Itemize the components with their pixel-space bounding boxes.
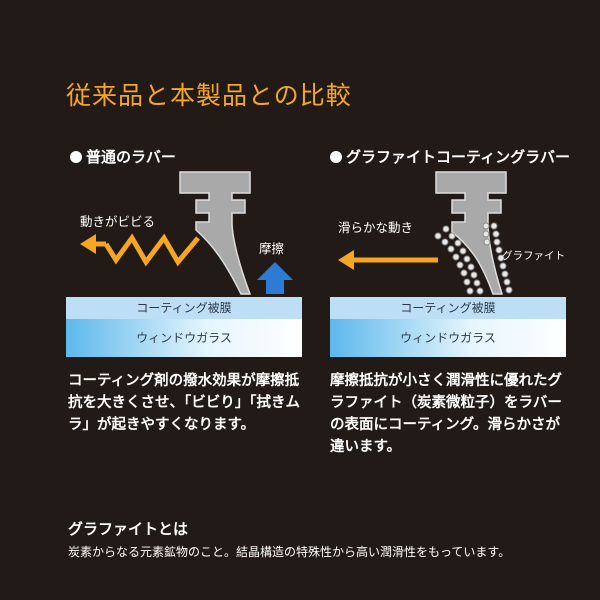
right-heading: グラファイトコーティングラバー <box>330 146 570 167</box>
left-description: コーティング剤の撥水効果が摩擦抵抗を大きくさせ、「ビビり」「拭きムラ」が起きやす… <box>68 373 300 433</box>
coating-layer: コーティング被膜 <box>330 297 566 319</box>
left-rubber-icon <box>179 171 252 295</box>
window-glass-layer: ウィンドウガラス <box>66 319 302 357</box>
smooth-motion-label: 滑らかな動き <box>338 220 414 235</box>
graphite-label: グラファイト <box>502 250 565 262</box>
right-rubber-icon <box>435 171 507 295</box>
smooth-arrow-icon <box>338 250 438 270</box>
window-glass-layer: ウィンドウガラス <box>330 319 566 357</box>
vibration-arrow-icon <box>80 233 200 267</box>
friction-arrow-icon <box>257 262 293 294</box>
left-heading: 普通のラバー <box>70 146 176 167</box>
graphite-particles-icon <box>434 222 513 295</box>
vibration-label: 動きがビビる <box>80 214 156 229</box>
footer-title: グラファイトとは <box>68 520 189 538</box>
footer-text: 炭素からなる元素鉱物のこと。結晶構造の特殊性から高い潤滑性をもっています。 <box>68 545 511 559</box>
bullet-icon <box>70 151 82 163</box>
friction-label: 摩擦 <box>259 241 285 256</box>
right-glass-layers: コーティング被膜 ウィンドウガラス <box>330 297 566 357</box>
coating-layer: コーティング被膜 <box>66 297 302 319</box>
page-title: 従来品と本製品との比較 <box>66 81 352 110</box>
bullet-icon <box>330 151 342 163</box>
left-glass-layers: コーティング被膜 ウィンドウガラス <box>66 297 302 357</box>
right-description: 摩擦抵抗が小さく潤滑性に優れたグラファイト（炭素微粒子）をラバーの表面にコーティ… <box>330 373 562 455</box>
